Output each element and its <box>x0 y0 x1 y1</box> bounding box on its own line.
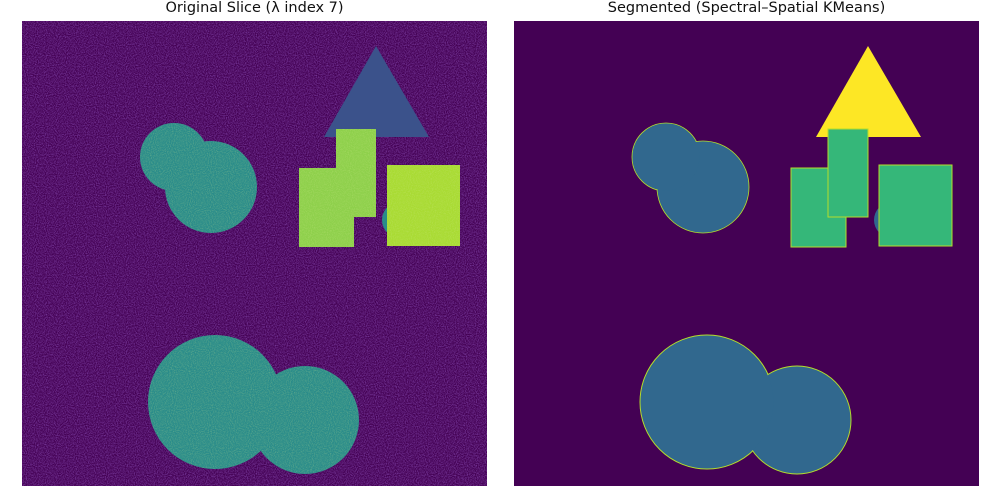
segment-small-circle-top-fill <box>632 123 700 191</box>
original-slice-title: Original Slice (λ index 7) <box>165 0 344 16</box>
segmented-image <box>514 21 979 486</box>
triangle-shape <box>324 46 429 137</box>
segment-rect-left-join <box>828 168 846 217</box>
segment-triangle <box>816 46 921 137</box>
segmented-title: Segmented (Spectral–Spatial KMeans) <box>607 0 886 16</box>
segment-rect-right <box>878 164 953 247</box>
segment-bottom-circle-left-fill <box>640 335 774 469</box>
original-slice-image <box>22 21 487 486</box>
